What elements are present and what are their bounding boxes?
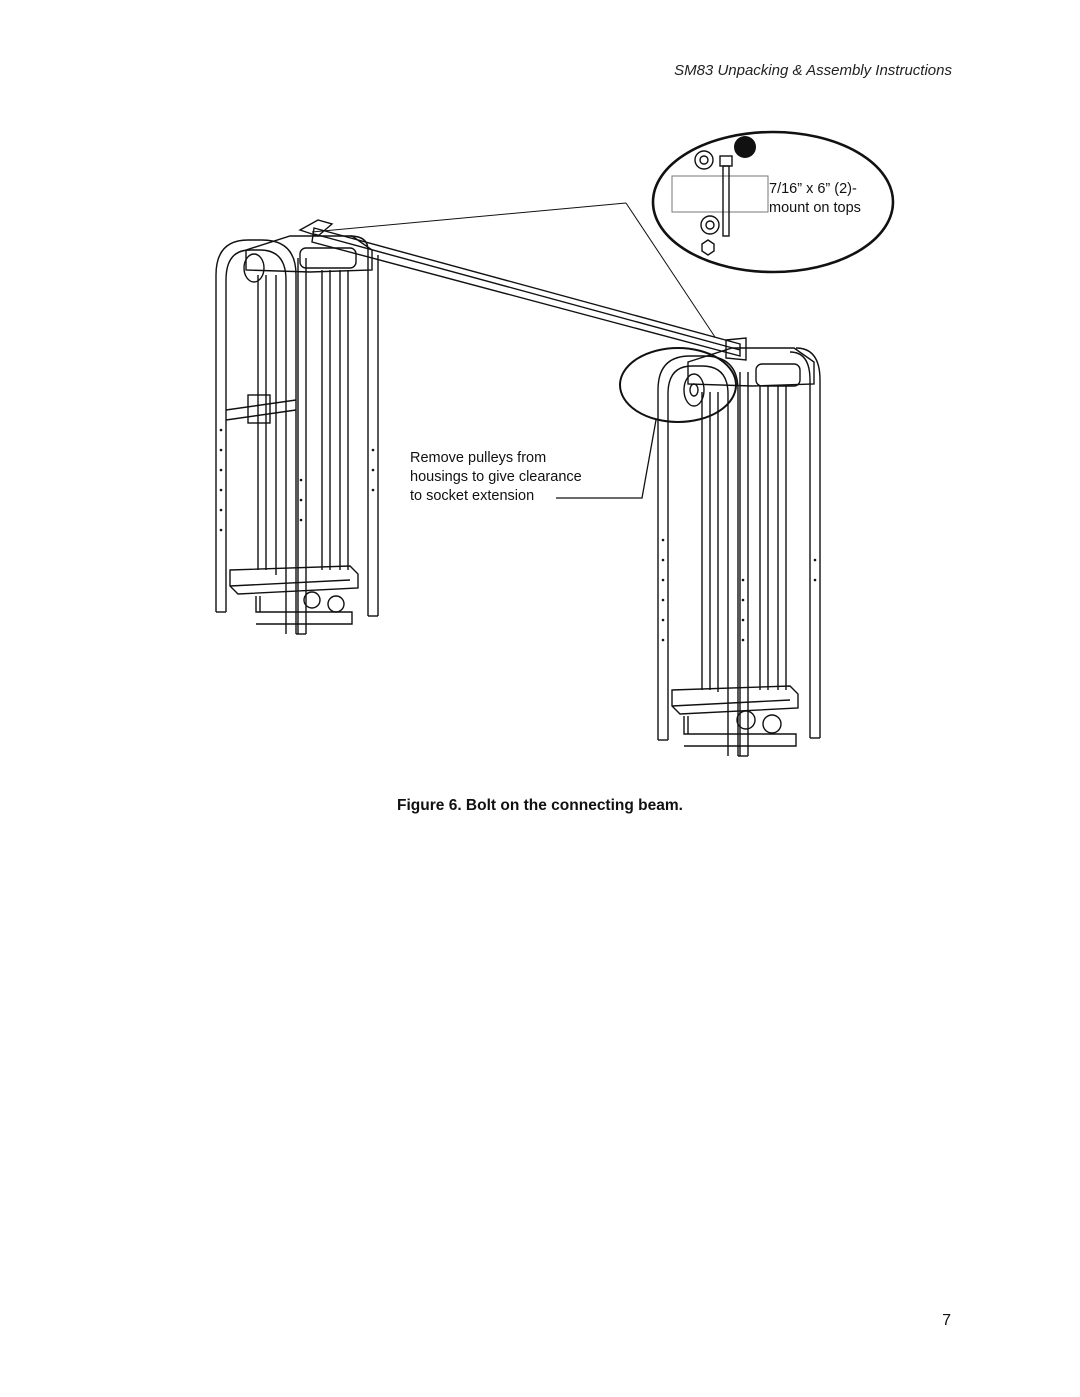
connecting-beam: [298, 219, 747, 361]
page-number: 7: [942, 1312, 951, 1329]
bolt-hardware-detail: [671, 136, 769, 256]
bolt-callout-label: 7/16” x 6” (2)- mount on tops: [769, 180, 861, 218]
bolt-callout-line-1: 7/16” x 6” (2)-: [769, 181, 857, 197]
bolt-callout-line-2: mount on tops: [769, 200, 861, 216]
document-header: SM83 Unpacking & Assembly Instructions: [674, 62, 952, 79]
right-tower: [657, 347, 821, 757]
pulley-callout-line-3: to socket extension: [410, 488, 535, 504]
assembly-illustration: [215, 130, 895, 757]
pulley-callout-line-2: housings to give clearance: [410, 469, 582, 485]
pulley-callout-line-1: Remove pulleys from: [410, 450, 547, 466]
bolt-detail-circle: [651, 130, 895, 274]
pulley-highlight-circle: [619, 347, 737, 423]
pulley-callout-label: Remove pulleys from housings to give cle…: [410, 449, 582, 506]
figure-caption: Figure 6. Bolt on the connecting beam.: [397, 797, 683, 814]
left-tower: [215, 235, 379, 635]
